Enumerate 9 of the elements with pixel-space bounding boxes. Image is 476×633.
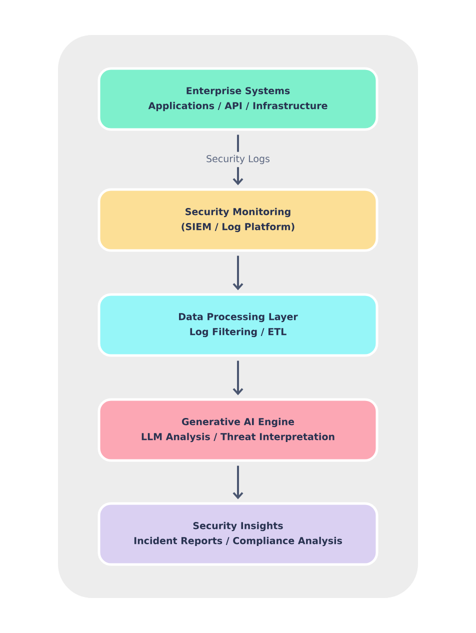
edge-label: Security Logs <box>203 152 273 168</box>
process-box: Generative AI Engine LLM Analysis / Threat Interpretation <box>98 398 378 462</box>
arrow <box>232 360 244 396</box>
process-box: Data Processing Layer Log Filtering / ETL <box>98 293 378 357</box>
arrow <box>232 466 244 500</box>
process-box: Security Monitoring (SIEM / Log Platform) <box>98 188 378 252</box>
process-box: Security Insights Incident Reports / Compliance Analysis <box>98 502 378 566</box>
process-box: Enterprise Systems Applications / API / Infrastructure <box>98 67 378 131</box>
arrow <box>232 256 244 290</box>
